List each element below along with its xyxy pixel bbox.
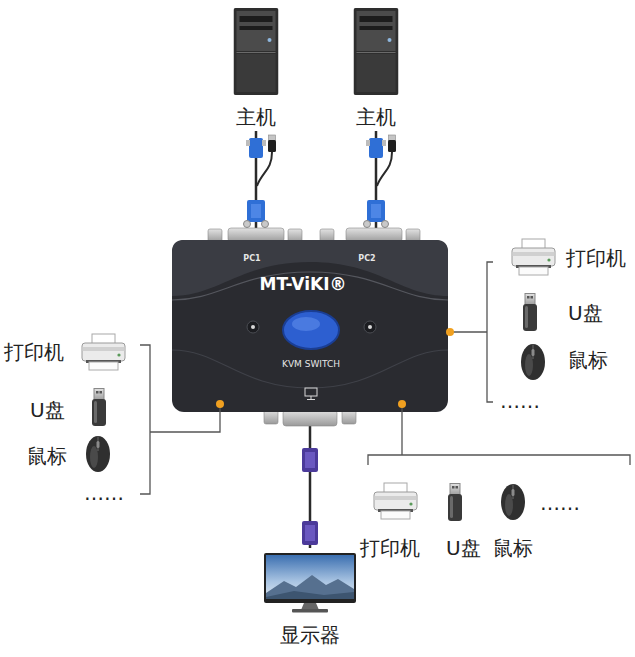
mouse-icon bbox=[86, 436, 110, 472]
vga-usb-plug bbox=[364, 135, 397, 228]
device-label: 打印机 bbox=[4, 341, 64, 364]
computer-icon bbox=[354, 8, 399, 95]
printer-icon bbox=[374, 483, 417, 519]
printer-icon bbox=[82, 334, 125, 370]
kvm-switch-body bbox=[172, 240, 448, 412]
monitor-icon bbox=[264, 553, 356, 613]
device-label: 打印机 bbox=[360, 537, 420, 560]
device-label: U盘 bbox=[30, 399, 65, 422]
device-label: …… bbox=[500, 390, 540, 413]
node-label: 显示器 bbox=[260, 624, 360, 647]
host-computer: 主机 bbox=[341, 4, 411, 131]
monitor: 显示器 bbox=[260, 548, 360, 651]
host-computer: 主机 bbox=[221, 4, 291, 131]
vga-usb-plug bbox=[244, 135, 277, 228]
node-label: 主机 bbox=[221, 106, 291, 129]
peripheral-icons bbox=[82, 239, 555, 521]
usb-icon bbox=[92, 389, 106, 427]
usb-icon bbox=[523, 294, 537, 332]
bracket-line bbox=[140, 262, 630, 494]
device-label: 打印机 bbox=[566, 247, 626, 270]
vga-plug bbox=[302, 448, 318, 545]
port-label: PC1 bbox=[243, 254, 260, 263]
computer-icon bbox=[234, 8, 279, 95]
device-label: …… bbox=[84, 482, 124, 505]
usb-icon bbox=[448, 484, 462, 522]
node-label: 主机 bbox=[341, 106, 411, 129]
device-label: 鼠标 bbox=[568, 349, 608, 372]
printer-icon bbox=[512, 239, 555, 275]
port-label: PC2 bbox=[358, 254, 375, 263]
product-label: KVM SWITCH bbox=[282, 359, 340, 369]
device-label: U盘 bbox=[446, 537, 481, 560]
device-label: …… bbox=[540, 492, 580, 515]
device-label: 鼠标 bbox=[27, 445, 67, 468]
mouse-icon bbox=[521, 344, 545, 380]
mouse-icon bbox=[501, 484, 525, 520]
kvm-switch: PC1 PC2MT-ViKI® KVM SWITCH bbox=[172, 240, 448, 412]
device-label: U盘 bbox=[568, 302, 603, 325]
port-dot bbox=[216, 328, 454, 408]
device-label: 鼠标 bbox=[493, 537, 533, 560]
brand-name: MT-ViKI® bbox=[259, 275, 346, 295]
